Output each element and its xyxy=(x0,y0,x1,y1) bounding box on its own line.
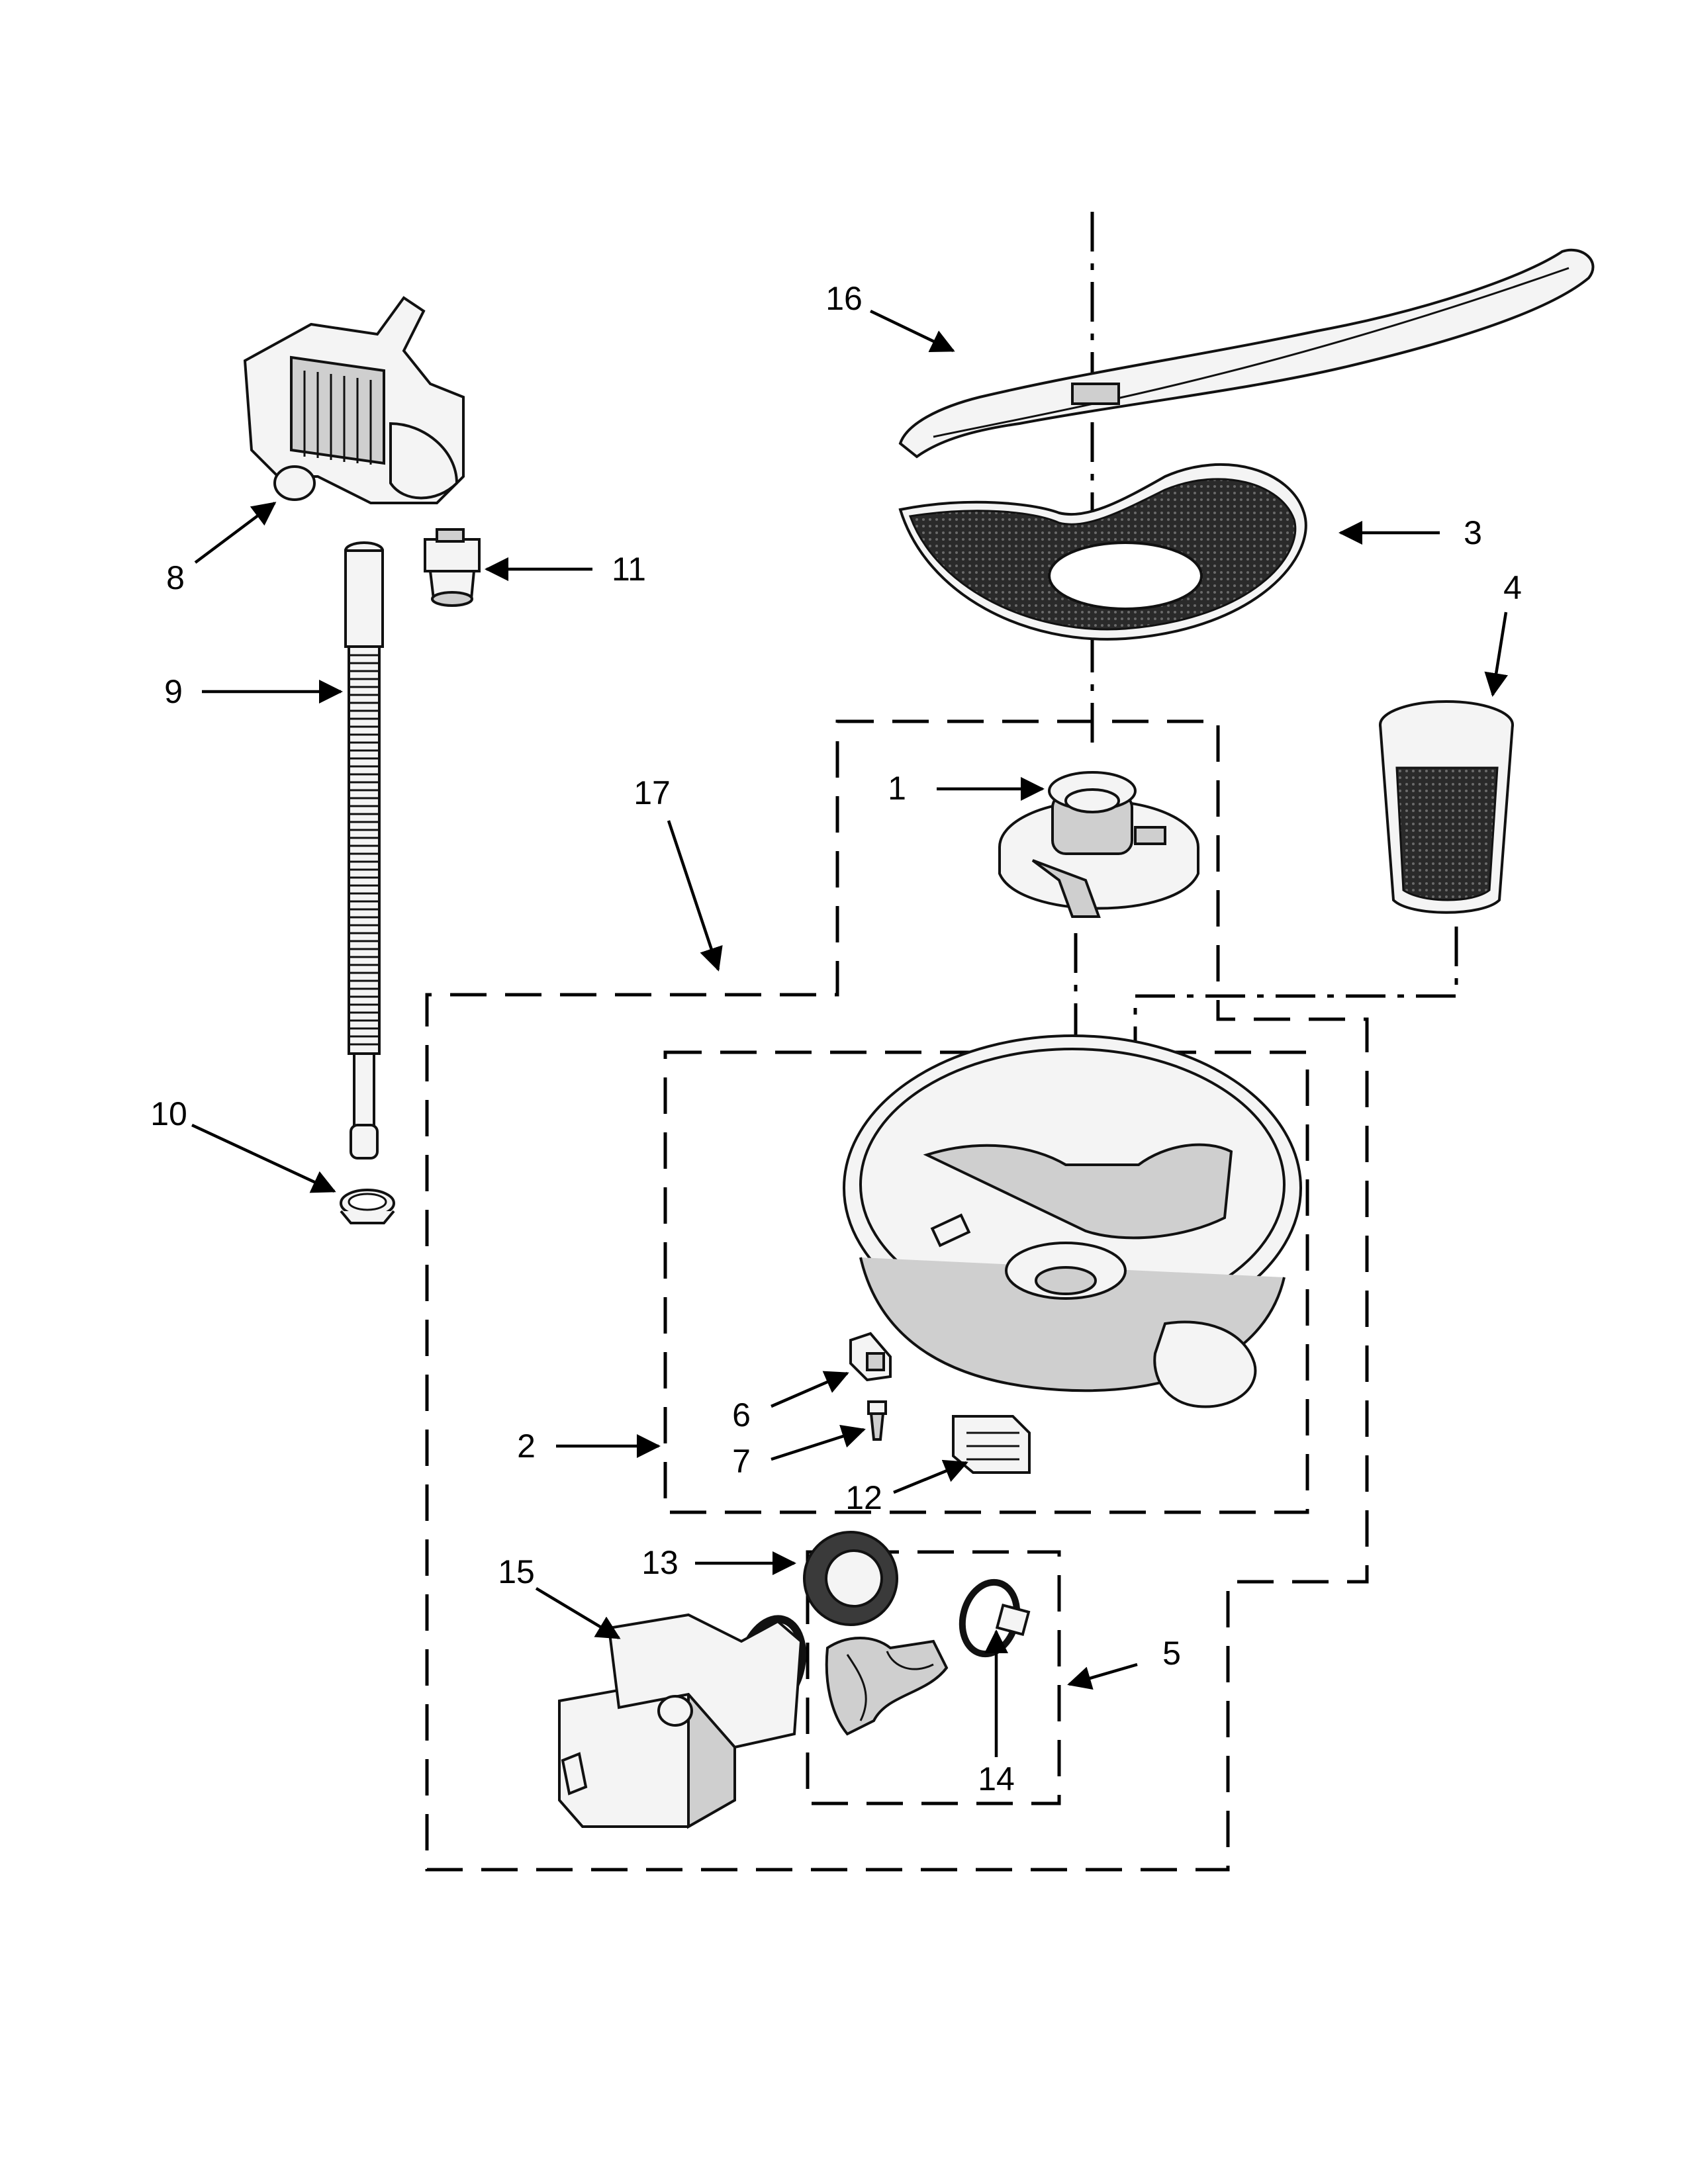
callout-6: 6 xyxy=(732,1396,751,1433)
callout-arrows xyxy=(191,309,1508,1757)
bracket-part-6 xyxy=(849,1332,892,1382)
callout-7: 7 xyxy=(732,1443,751,1480)
callout-labels: 1 2 3 4 5 6 7 8 9 10 11 12 13 14 15 16 1… xyxy=(150,280,1522,1797)
sensor-part-11 xyxy=(424,528,481,607)
callout-11: 11 xyxy=(612,551,646,588)
callout-8: 8 xyxy=(166,559,185,596)
drain-pump-part-8 xyxy=(243,296,465,504)
callout-9: 9 xyxy=(164,673,183,710)
callout-17: 17 xyxy=(633,774,671,811)
spray-arm-part-16 xyxy=(898,248,1595,459)
callout-13: 13 xyxy=(641,1544,679,1581)
callout-4: 4 xyxy=(1503,569,1522,606)
hose-elbow xyxy=(825,1637,949,1736)
fine-filter-part-3 xyxy=(898,463,1307,641)
pump-housing-part-1 xyxy=(998,771,1199,918)
callout-5: 5 xyxy=(1162,1635,1181,1672)
assembly-5-outline xyxy=(806,1550,1061,1805)
callout-12: 12 xyxy=(845,1479,882,1516)
circulation-pump-part-15 xyxy=(558,1613,803,1829)
callout-15: 15 xyxy=(498,1553,535,1590)
hose-clamp-part-10 xyxy=(340,1189,395,1224)
callout-16: 16 xyxy=(825,280,863,317)
seal-part-13 xyxy=(803,1531,898,1626)
connector-part-12 xyxy=(952,1415,1031,1474)
screw-part-7 xyxy=(867,1400,887,1441)
filter-cylinder-part-4 xyxy=(1379,700,1514,914)
callout-14: 14 xyxy=(978,1760,1015,1797)
clamp-part-14 xyxy=(959,1578,1031,1658)
callout-3: 3 xyxy=(1464,514,1482,551)
callout-1: 1 xyxy=(888,770,906,807)
assembly-17-outline xyxy=(425,719,1369,1872)
sump-assembly xyxy=(843,1034,1302,1408)
drain-hose-part-9 xyxy=(344,541,384,1160)
callout-10: 10 xyxy=(150,1095,187,1132)
callout-2: 2 xyxy=(517,1428,536,1465)
